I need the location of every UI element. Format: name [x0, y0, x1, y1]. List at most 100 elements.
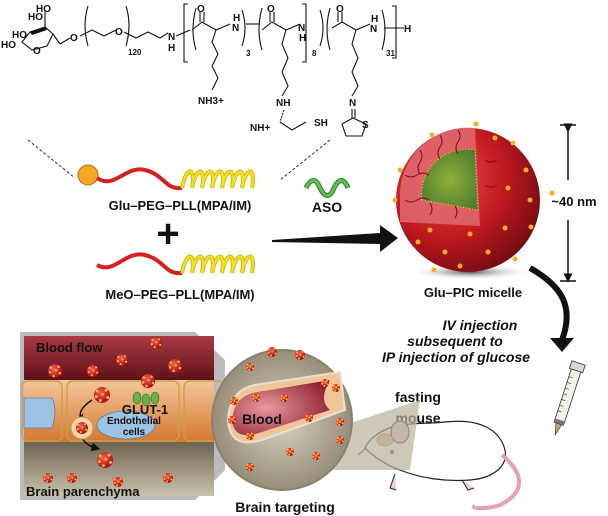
nanoparticle-icon [116, 354, 128, 366]
nanoparticle-icon [336, 436, 344, 444]
side-chain-n: N [349, 98, 356, 109]
injection-line-3: IP injection of glucose [382, 349, 530, 365]
micelle-label: Glu–PIC micelle [424, 285, 522, 300]
glu-polymer: Glu–PEG–PLL(MPA/IM) [77, 164, 255, 213]
side-chain-nh3: NH3+ [198, 96, 224, 107]
nanoparticle-icon [168, 359, 182, 373]
bracket-right [302, 3, 307, 63]
nanoparticle-icon [67, 473, 77, 483]
sugar-ho-3: HO [12, 30, 27, 41]
nanoparticle-icon [163, 473, 173, 483]
vessel-lumen [232, 380, 330, 436]
amine-n: N [168, 32, 175, 43]
peg-strand-2 [96, 252, 183, 276]
injection-line-1: IV injection [443, 317, 518, 333]
nanoparticle-icon [312, 452, 320, 460]
amine-h: H [168, 43, 175, 54]
injection-arrow-head-icon [550, 338, 574, 352]
nanoparticle-icon [246, 432, 254, 440]
nanoparticle-icon [336, 418, 344, 426]
nh-n-2: N [298, 23, 305, 34]
nanoparticle-icon [252, 394, 260, 402]
nanoparticle-icon [43, 473, 53, 483]
nanoparticle-icon [48, 364, 62, 378]
bracket-left [183, 3, 188, 63]
nanoparticles-left [43, 337, 182, 487]
meo-polymer-label: MeO–PEG–PLL(MPA/IM) [105, 287, 254, 302]
peg-strand-1 [95, 167, 183, 191]
sugar-ho-4: HO [1, 40, 16, 51]
repeat-8: 8 [312, 49, 317, 58]
brain-targeting-label: Brain targeting [235, 499, 335, 515]
lysine-unit-3-im: O N H 31 H N S [319, 4, 411, 137]
nanoparticle-icon [246, 363, 254, 371]
brain-parenchyma-label: Brain parenchyma [26, 484, 140, 499]
nanoparticle-icon [332, 384, 340, 392]
carbonyl-o-2: O [267, 4, 275, 15]
nanoparticle-icon [150, 337, 162, 349]
endothelial-label-1: Endothelial [107, 416, 161, 427]
glucose-ring: HO HO HO HO O [1, 4, 71, 57]
side-chain-nh: NH [276, 98, 290, 109]
blood-label: Blood [242, 411, 282, 427]
glut1-transporter-icon [132, 391, 160, 407]
nh-h-1: H [233, 13, 240, 24]
lysine-unit-2-mpa: O N H 8 NH NH+ SH [246, 4, 328, 134]
nanoparticle-icon [267, 347, 277, 357]
sugar-ho-2: HO [28, 12, 43, 23]
glut1-label: GLUT-1 [122, 402, 168, 417]
guide-line-left [27, 139, 76, 179]
pll-helix-1 [180, 170, 255, 189]
repeat-31: 31 [386, 49, 395, 58]
brain-parenchyma-region [24, 442, 214, 496]
peg-oxygen-1: O [70, 33, 78, 44]
nh-n-3: N [370, 24, 377, 35]
endothelial-label-2: cells [123, 427, 146, 438]
nanoparticle-icon [286, 448, 294, 456]
carbonyl-o-1: O [197, 4, 205, 15]
nanoparticle-icon [230, 397, 238, 405]
nanoparticle-icon [113, 477, 123, 487]
nanoparticle-icon [295, 350, 305, 360]
nanoparticle-icon [87, 365, 99, 377]
nanoparticle-icon [97, 452, 113, 468]
plus-sign: + [156, 212, 179, 256]
micelle-shadow [408, 264, 532, 280]
glu-pic-micelle: Glu–PIC micelle [392, 121, 555, 300]
mouse-label-line-1: fasting [395, 389, 441, 405]
nh-n-1: N [232, 23, 239, 34]
side-chain-nh-plus: NH+ [250, 123, 270, 134]
formation-arrow-icon [272, 225, 398, 252]
nanoparticle-icon [280, 394, 288, 402]
nanoparticle-icon [76, 422, 88, 434]
injection-arrow [528, 265, 570, 342]
nanoparticle-icon [321, 379, 329, 387]
guide-line-right [279, 139, 331, 181]
peg-chain: O O 120 N H [70, 5, 191, 57]
nanoparticle-icon [305, 414, 313, 422]
nh-h-2: H [299, 33, 306, 44]
sugar-ring-o: O [33, 46, 41, 57]
syringe-icon [553, 360, 586, 436]
chemical-structure: HO HO HO HO O O O 120 N H O [1, 3, 411, 137]
glucose-ball-icon [77, 164, 99, 186]
nucleus-center [96, 410, 156, 440]
peg-repeat-n: 120 [128, 48, 142, 57]
micelle-core [421, 149, 478, 210]
nanoparticle-icon [228, 416, 236, 424]
peg-oxygen-2: O [115, 27, 123, 38]
nucleus-left [23, 397, 56, 429]
injection-text: IV injection subsequent to IP injection … [382, 317, 530, 365]
blood-flow-label: Blood flow [36, 340, 103, 355]
size-scale-bar: ~40 nm [551, 123, 597, 283]
sugar-ho-1: HO [36, 4, 51, 15]
endothelium-inset: Blood flow Brain parenchyma GLUT-1 Endot… [20, 332, 225, 500]
ring-s: S [362, 120, 369, 131]
injection-line-2: subsequent to [407, 333, 503, 349]
brain-targeting-inset: Blood Brain targeting [211, 347, 420, 515]
nanoparticle-icon [141, 374, 155, 388]
repeat-3: 3 [246, 49, 251, 58]
carbonyl-o-3: O [336, 4, 344, 15]
nanoparticle-icon [94, 387, 110, 403]
